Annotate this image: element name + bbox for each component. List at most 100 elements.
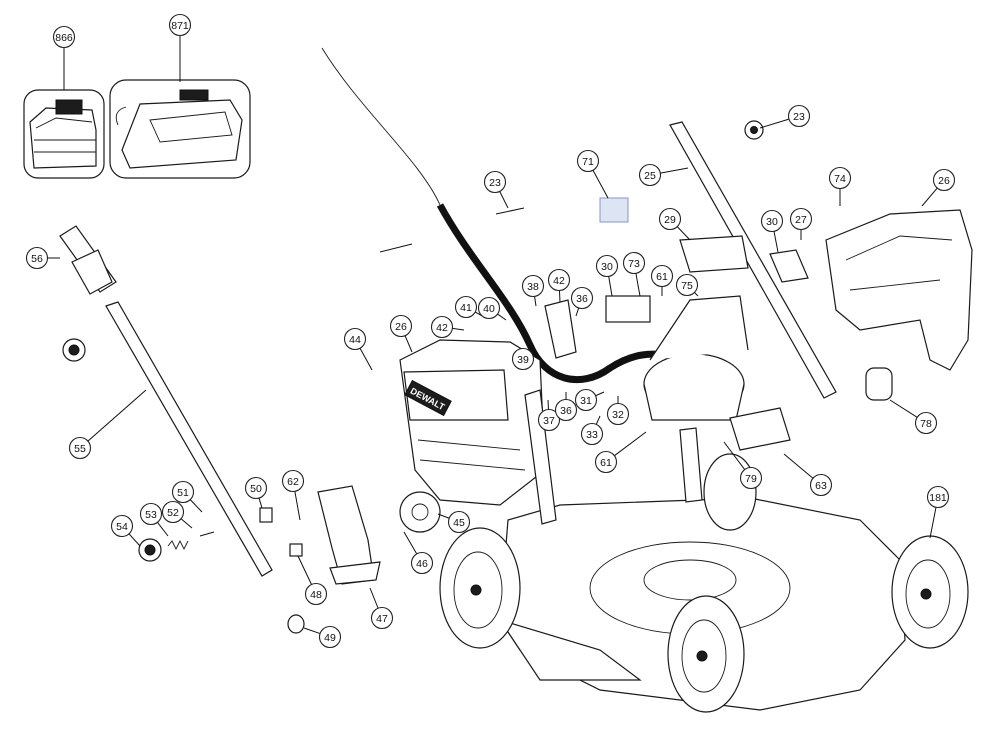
wheel-front-right-part (891, 535, 969, 649)
callout-circle (787, 104, 811, 128)
callout-circle (547, 268, 571, 292)
callout-circle (595, 254, 619, 278)
callout-label: 62 (287, 476, 299, 488)
switch-cover-part (769, 249, 809, 283)
callout-leader-line (723, 441, 746, 470)
callout-label: 53 (145, 509, 157, 521)
callout-leader-line (294, 491, 301, 521)
callout-label: 44 (349, 334, 361, 346)
callout-label: 39 (517, 354, 529, 366)
callout-circle (789, 207, 813, 231)
callout-circle (511, 347, 535, 371)
callout-leader-line (359, 347, 373, 371)
callout-circle (430, 315, 454, 339)
callout-label: 26 (938, 175, 950, 187)
callout-circle (483, 170, 507, 194)
callout-label: 25 (644, 170, 656, 182)
callout-circle (658, 207, 682, 231)
callout-circle (370, 606, 394, 630)
callout-circle (161, 500, 185, 524)
knob-49-part (287, 614, 305, 634)
spring-part (167, 539, 189, 551)
callout-label: 73 (628, 258, 640, 270)
callout-label: 181 (929, 492, 947, 504)
callout-label: 23 (793, 111, 805, 123)
callout-label: 54 (116, 521, 128, 533)
callout-label: 29 (664, 214, 676, 226)
callout-label: 55 (74, 443, 86, 455)
wheel-front-left-part (667, 595, 745, 713)
callout-circle (244, 476, 268, 500)
handle-bracket-part (59, 225, 117, 295)
deck-handle-upright-part (524, 389, 703, 525)
callout-leader-line (660, 167, 689, 174)
callout-circle (110, 514, 134, 538)
callout-label: 75 (681, 280, 693, 292)
callout-circle (281, 469, 305, 493)
callout-leader-line (258, 497, 263, 509)
callout-circle (594, 450, 618, 474)
bushing-48-part (289, 543, 303, 557)
callout-leader-line (87, 389, 147, 442)
callout-label: 46 (416, 558, 428, 570)
callout-leader-line (452, 327, 465, 331)
label-part (599, 197, 629, 223)
cap-part (865, 367, 893, 401)
callout-circle (809, 473, 833, 497)
height-adjust-plate-part (317, 485, 441, 585)
nut-part (744, 120, 764, 140)
callout-circle (410, 551, 434, 575)
switch-plate-part (679, 235, 749, 273)
callout-circle (570, 286, 594, 310)
motor-bracket-part (729, 407, 791, 451)
callout-circle (447, 510, 471, 534)
callout-label: 30 (766, 216, 778, 228)
rear-cover-part (825, 209, 973, 371)
callout-leader-line (614, 431, 647, 457)
charger-part (109, 79, 251, 179)
callout-label: 79 (745, 473, 757, 485)
callout-circle (675, 273, 699, 297)
lower-handle-tube-part (105, 301, 273, 577)
wheel-rear-right-part (703, 453, 757, 531)
callout-leader-line (608, 276, 613, 297)
callout-label: 61 (600, 457, 612, 469)
callout-leader-line (404, 335, 413, 353)
pin-part (199, 531, 215, 537)
callout-label: 71 (582, 156, 594, 168)
battery-housing-part: DEWALT (399, 339, 546, 506)
callout-label: 45 (453, 517, 465, 529)
callout-circle (52, 25, 76, 49)
callout-leader-line (403, 531, 418, 555)
callout-circle (68, 436, 92, 460)
callout-circle (537, 408, 561, 432)
callout-label: 30 (601, 261, 613, 273)
callout-leader-line (534, 296, 537, 307)
callout-label: 40 (483, 303, 495, 315)
callout-label: 36 (560, 405, 572, 417)
bushing-part (259, 507, 273, 523)
callout-circle (574, 388, 598, 412)
callout-circle (521, 274, 545, 298)
callout-label: 42 (553, 275, 565, 287)
callout-leader-line (297, 555, 312, 585)
adjust-knob-part (138, 538, 162, 562)
callout-label: 32 (612, 409, 624, 421)
callout-circle (168, 13, 192, 37)
callout-circle (576, 149, 600, 173)
callout-leader-line (595, 391, 605, 397)
callout-label: 26 (395, 321, 407, 333)
callout-label: 27 (795, 214, 807, 226)
callout-leader-line (180, 518, 193, 529)
callout-circle (304, 582, 328, 606)
callout-leader-line (499, 191, 509, 209)
callout-label: 38 (527, 281, 539, 293)
callout-circle (650, 264, 674, 288)
callout-circle (477, 296, 501, 320)
callout-leader-line (759, 118, 790, 129)
callout-label: 52 (167, 507, 179, 519)
callout-label: 23 (489, 177, 501, 189)
callout-circle (914, 411, 938, 435)
callout-label: 42 (436, 322, 448, 334)
